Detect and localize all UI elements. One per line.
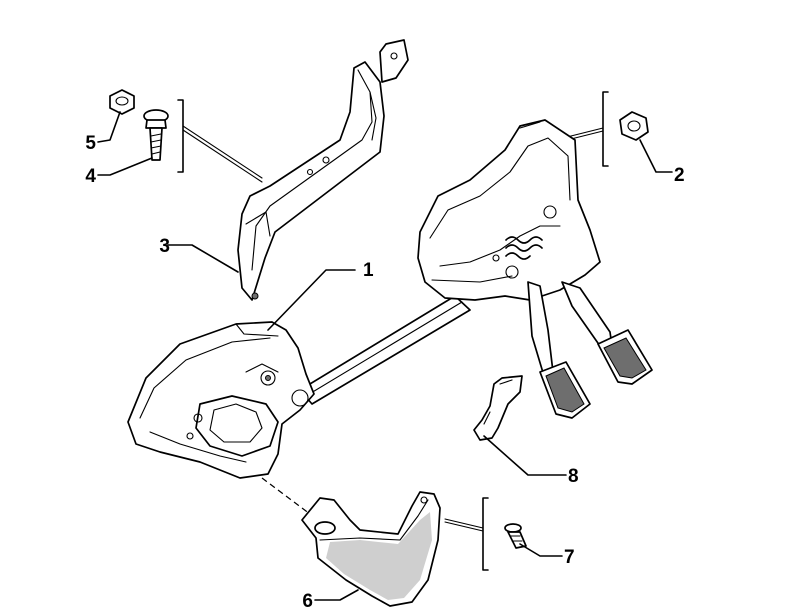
assembly-dashed-line (261, 477, 319, 521)
callout-5: 5 (85, 133, 96, 154)
callout-7: 7 (564, 547, 575, 568)
pedal-box-part-1 (127, 119, 653, 479)
callout-4: 4 (85, 166, 96, 187)
nut-part-2 (619, 111, 649, 141)
leader-lines (97, 111, 673, 601)
callout-8: 8 (568, 466, 579, 487)
callout-3: 3 (159, 236, 170, 257)
callout-2: 2 (674, 165, 685, 186)
callout-1: 1 (363, 260, 374, 281)
bolt-part-4 (143, 109, 169, 161)
nut-part-5 (109, 89, 135, 115)
cover-part-6 (301, 491, 441, 607)
screw-part-7 (504, 523, 527, 549)
bracket-left-top (177, 99, 263, 183)
clip-part-8 (473, 375, 523, 441)
callout-6: 6 (302, 591, 313, 612)
bracket-right-bottom (444, 497, 489, 571)
support-bracket-part-3 (237, 39, 409, 301)
